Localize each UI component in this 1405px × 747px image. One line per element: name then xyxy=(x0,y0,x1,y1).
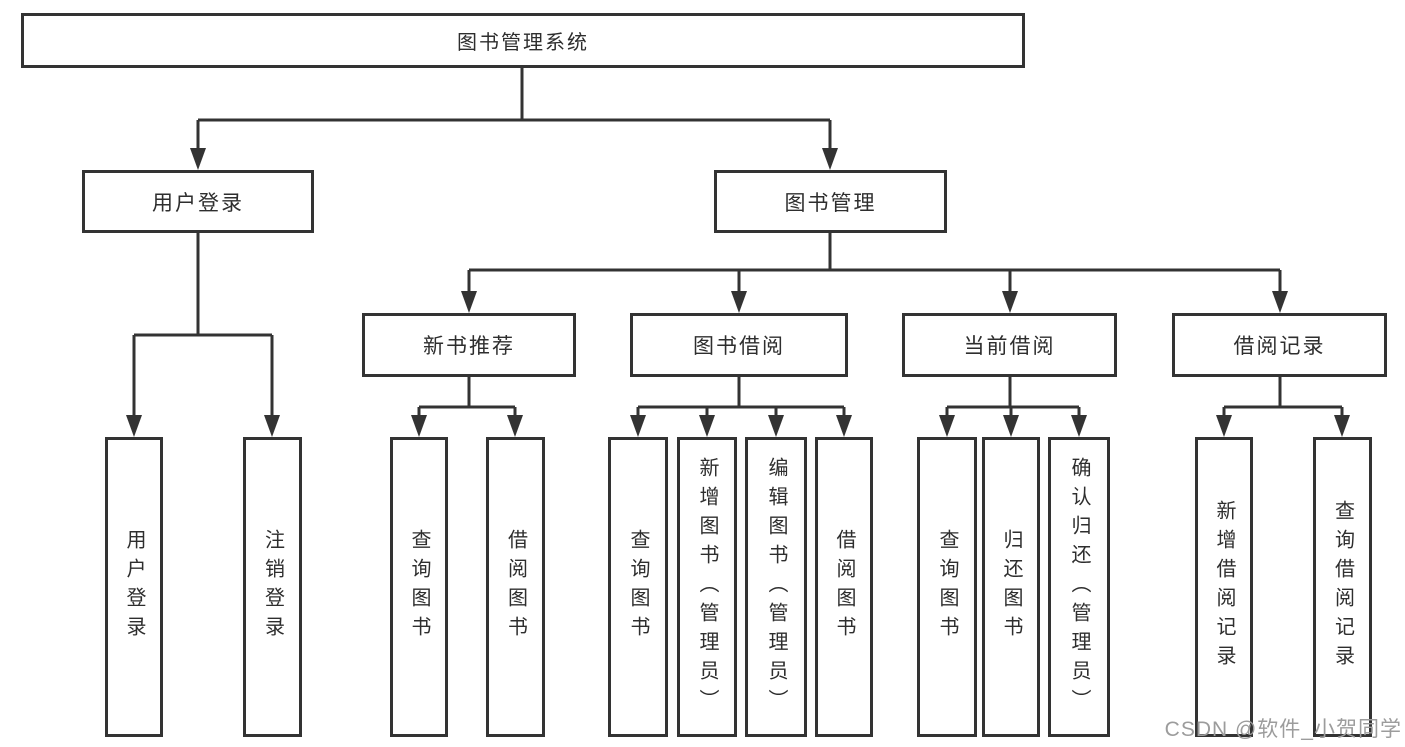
current-borrowing-arrowheads xyxy=(939,415,1087,437)
new-book-recommend-arrowheads xyxy=(411,415,523,437)
node-book-management: 图书管理 xyxy=(714,170,947,233)
book-borrowing-connectors xyxy=(636,377,846,418)
borrowing-records-arrowheads xyxy=(1216,415,1350,437)
book-management-arrowheads xyxy=(461,291,1288,313)
arrow-down-icon xyxy=(1002,291,1018,313)
arrow-down-icon xyxy=(1003,415,1019,437)
user-login-connectors xyxy=(132,233,274,417)
arrow-down-icon xyxy=(699,415,715,437)
node-book-borrowing: 图书借阅 xyxy=(630,313,848,377)
arrow-down-icon xyxy=(768,415,784,437)
new-book-recommend-connectors xyxy=(417,377,517,418)
arrow-down-icon xyxy=(264,415,280,437)
arrow-down-icon xyxy=(822,148,838,170)
arrow-down-icon xyxy=(836,415,852,437)
leaf-nbr-query-books: 查询图书 xyxy=(390,437,448,737)
leaf-cb-confirm-return-admin: 确认归还（管理员） xyxy=(1048,437,1110,737)
leaf-bb-borrow-books: 借阅图书 xyxy=(815,437,873,737)
arrow-down-icon xyxy=(1334,415,1350,437)
arrow-down-icon xyxy=(1071,415,1087,437)
leaf-logout: 注销登录 xyxy=(243,437,302,737)
root-connectors xyxy=(196,67,832,150)
leaf-nbr-borrow-books: 借阅图书 xyxy=(486,437,545,737)
arrow-down-icon xyxy=(939,415,955,437)
arrow-down-icon xyxy=(126,415,142,437)
arrow-down-icon xyxy=(190,148,206,170)
leaf-user-login: 用户登录 xyxy=(105,437,163,737)
arrow-down-icon xyxy=(630,415,646,437)
node-root: 图书管理系统 xyxy=(21,13,1025,68)
node-user-login: 用户登录 xyxy=(82,170,314,233)
leaf-bb-edit-books-admin: 编辑图书（管理员） xyxy=(745,437,807,737)
user-login-arrowheads xyxy=(126,415,280,437)
leaf-bb-add-books-admin: 新增图书（管理员） xyxy=(677,437,737,737)
arrow-down-icon xyxy=(411,415,427,437)
leaf-br-query-record: 查询借阅记录 xyxy=(1313,437,1372,737)
node-current-borrowing: 当前借阅 xyxy=(902,313,1117,377)
watermark: CSDN @软件_小贺同学 xyxy=(1164,718,1402,741)
node-new-book-recommend: 新书推荐 xyxy=(362,313,576,377)
arrow-down-icon xyxy=(1216,415,1232,437)
leaf-br-add-record: 新增借阅记录 xyxy=(1195,437,1253,737)
arrow-down-icon xyxy=(731,291,747,313)
book-management-connectors xyxy=(467,233,1282,293)
leaf-cb-return-books: 归还图书 xyxy=(982,437,1040,737)
node-borrowing-records: 借阅记录 xyxy=(1172,313,1387,377)
borrowing-records-connectors xyxy=(1222,377,1344,418)
arrow-down-icon xyxy=(461,291,477,313)
leaf-bb-query-books: 查询图书 xyxy=(608,437,668,737)
current-borrowing-connectors xyxy=(945,377,1081,418)
root-arrowheads xyxy=(190,148,838,170)
book-borrowing-arrowheads xyxy=(630,415,852,437)
arrow-down-icon xyxy=(1272,291,1288,313)
arrow-down-icon xyxy=(507,415,523,437)
leaf-cb-query-books: 查询图书 xyxy=(917,437,977,737)
